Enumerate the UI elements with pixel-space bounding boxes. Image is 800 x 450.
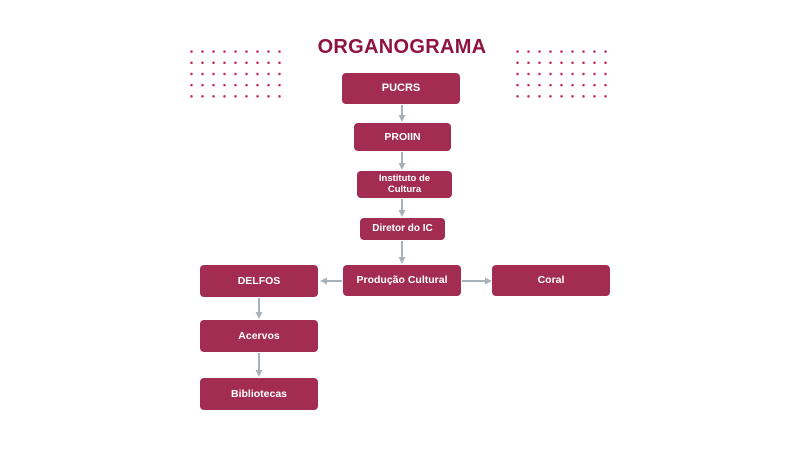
node-proiin: PROIIN (354, 123, 451, 151)
node-pucrs: PUCRS (342, 73, 460, 104)
node-diretor-do-ic: Diretor do IC (360, 218, 445, 240)
node-label: PUCRS (381, 82, 421, 95)
node-label: Coral (537, 274, 565, 287)
node-label: Instituto de Cultura (378, 172, 431, 195)
node-bibliotecas: Bibliotecas (200, 378, 318, 410)
node-label: Produção Cultural (356, 274, 448, 287)
dot-pattern-left-decoration (185, 45, 287, 103)
node-coral: Coral (492, 265, 610, 296)
node-label: DELFOS (237, 274, 281, 287)
node-label: Diretor do IC (372, 223, 433, 235)
node-label: Acervos (238, 329, 280, 342)
page-title: ORGANOGRAMA (317, 36, 487, 58)
node-producao-cultural: Produção Cultural (343, 265, 461, 296)
dot-pattern-right-decoration (511, 45, 613, 103)
node-acervos: Acervos (200, 320, 318, 352)
node-label: PROIIN (384, 130, 421, 143)
node-instituto-de-cultura: Instituto de Cultura (357, 171, 452, 198)
node-label: Bibliotecas (230, 387, 288, 400)
node-delfos: DELFOS (200, 265, 318, 297)
